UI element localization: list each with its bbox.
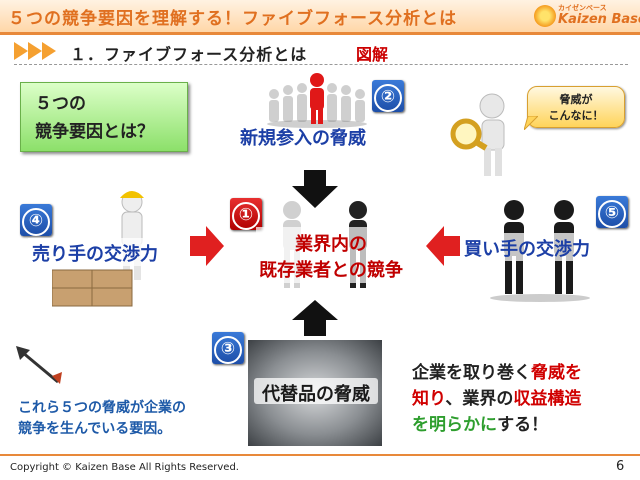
conclusion-highlight-profit: 収益構造 [513, 389, 582, 409]
force-2-badge: ② [372, 80, 404, 112]
force-5-label: 買い手の交渉力 [464, 239, 590, 260]
new-entrants-figures-image [267, 73, 367, 128]
conclusion-highlight-threat: 脅威を [531, 363, 582, 383]
force-2-label: 新規参入の脅威 [240, 128, 366, 149]
logo-sun-icon [534, 5, 556, 27]
force-1-badge: ① [230, 198, 262, 230]
orange-arrow-icon [14, 42, 56, 60]
logo: カイゼンベース Kaizen Base [534, 3, 640, 29]
title-bar [0, 0, 640, 35]
arrow-right-icon [190, 226, 224, 266]
footer-divider [0, 454, 640, 456]
force-3-label-bg [254, 378, 378, 404]
force-4-label-bg [28, 238, 188, 266]
force-5-badge: ⑤ [596, 196, 628, 228]
arrow-down-icon [292, 170, 338, 208]
threat-callout: 脅威が こんなに！ [527, 86, 625, 128]
callout-line-1: 脅威が [559, 93, 593, 106]
five-forces-question-box: ５つの 競争要因とは？ [20, 82, 188, 152]
conclusion-text: 、業界の [445, 389, 514, 409]
arrow-left-icon [426, 226, 460, 266]
callout-line-2: こんなに！ [548, 109, 604, 122]
force-1-label-line-2: 既存業者との競争 [259, 260, 403, 281]
section-heading-accent: 図解 [356, 45, 389, 64]
conclusion-text: 企業を取り巻く [412, 363, 531, 383]
logo-text: Kaizen Base [558, 12, 640, 27]
force-5-label-bg [460, 233, 618, 261]
dart-icon [16, 346, 62, 384]
callout-tail [524, 116, 538, 130]
copyright: Copyright © Kaizen Base All Rights Reser… [10, 462, 239, 473]
summary-line-2: 競争を生んでいる要因。 [18, 421, 172, 437]
conclusion-highlight-clarify: を明らかに [412, 415, 498, 435]
conclusion-line-2: 知り、業界の収益構造 [412, 384, 581, 409]
conclusion-highlight-know: 知り [412, 389, 446, 409]
force-4-badge: ④ [20, 204, 52, 236]
force-1-label-line-1: 業界内の [295, 234, 367, 255]
summary-line-1: これら５つの脅威が企業の [18, 400, 186, 416]
force-3-badge: ③ [212, 332, 244, 364]
question-line-2: 競争要因とは？ [35, 122, 154, 142]
section-heading: １．ファイブフォース分析とは [70, 45, 308, 64]
conclusion-line-3: を明らかにする！ [412, 410, 548, 435]
conclusion-text: する！ [497, 415, 549, 435]
logo-subtext: カイゼンベース [558, 4, 607, 12]
question-line-1: ５つの [35, 94, 86, 114]
page-number: 6 [616, 459, 625, 474]
force-1-label-bg [256, 227, 406, 283]
conclusion-line-1: 企業を取り巻く脅威を [412, 358, 582, 383]
force-3-label: 代替品の脅威 [262, 384, 370, 405]
page-title: ５つの競争要因を理解する！ファイブフォース分析とは [8, 9, 458, 29]
supplier-worker-image [52, 191, 144, 307]
magnifier-figure-image [450, 93, 505, 176]
arrow-up-icon [292, 300, 338, 336]
divider [14, 64, 628, 65]
force-4-label: 売り手の交渉力 [32, 244, 158, 265]
